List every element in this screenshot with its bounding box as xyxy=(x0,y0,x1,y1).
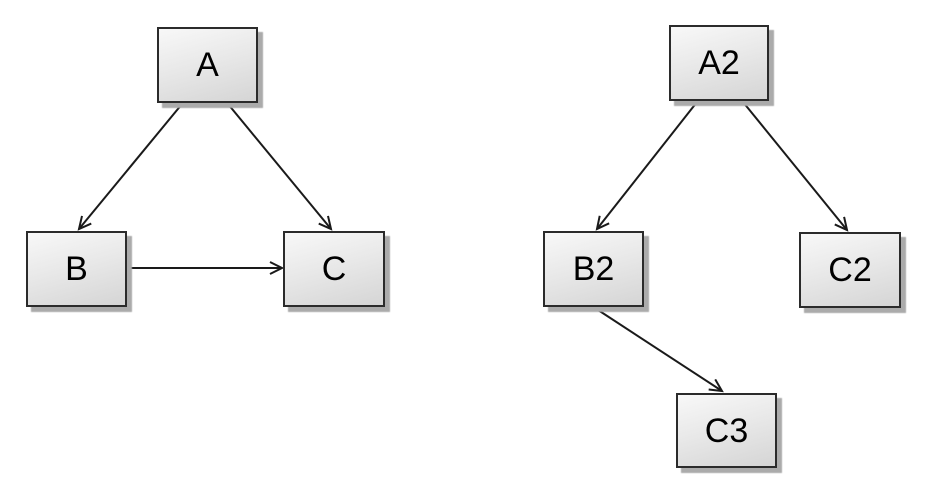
edge-B2-C3 xyxy=(594,307,724,393)
node-label: A2 xyxy=(698,44,740,82)
node-C: C xyxy=(283,231,385,307)
node-B2: B2 xyxy=(543,231,644,307)
node-label: B xyxy=(65,250,88,288)
node-label: B2 xyxy=(572,250,615,288)
node-label: A xyxy=(196,46,219,84)
node-A: A xyxy=(157,27,258,103)
edge-A-B xyxy=(77,103,183,231)
edge-A2-C2 xyxy=(742,101,849,232)
edge-A2-B2 xyxy=(595,101,698,231)
node-label: C3 xyxy=(704,411,749,450)
node-C3: C3 xyxy=(676,393,777,468)
node-label: C2 xyxy=(828,251,872,289)
node-label: C xyxy=(321,250,347,288)
node-A2: A2 xyxy=(669,25,769,101)
edge-A-C xyxy=(227,103,333,231)
node-B: B xyxy=(26,231,127,307)
node-C2: C2 xyxy=(799,232,901,308)
edges-group xyxy=(77,101,849,393)
